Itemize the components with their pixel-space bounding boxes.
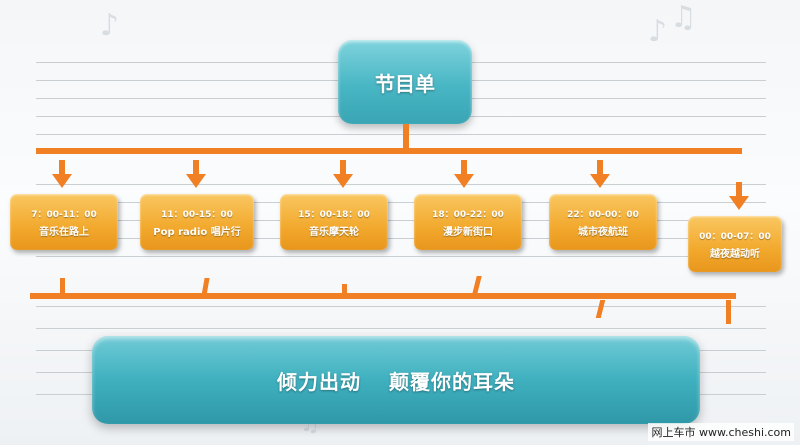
program-connector xyxy=(726,300,731,324)
watermark-text: 网上车市 www.cheshi.com xyxy=(648,423,794,441)
title-connector xyxy=(403,124,409,148)
program-box: 00：00-07：00 越夜越动听 xyxy=(688,216,782,272)
music-staff-middle xyxy=(36,184,766,264)
slogan-part-1: 倾力出动 xyxy=(277,369,361,394)
schedule-title: 节目单 xyxy=(338,40,472,124)
slogan-banner: 倾力出动 颠覆你的耳朵 xyxy=(92,336,700,424)
program-time: 7：00-11：00 xyxy=(31,209,97,220)
slogan-part-2: 颠覆你的耳朵 xyxy=(389,369,515,394)
program-box: 7：00-11：00 音乐在路上 xyxy=(10,194,118,250)
program-connector xyxy=(342,284,347,296)
program-box: 18：00-22：00 漫步新街口 xyxy=(414,194,522,250)
program-box: 15：00-18：00 音乐摩天轮 xyxy=(280,194,388,250)
program-connector xyxy=(60,278,65,296)
program-time: 18：00-22：00 xyxy=(432,209,504,220)
program-name: 音乐在路上 xyxy=(39,226,89,238)
program-time: 11：00-15：00 xyxy=(161,209,233,220)
top-timeline-bar xyxy=(36,148,742,154)
program-box: 22：00-00：00 城市夜航班 xyxy=(549,194,657,250)
program-time: 15：00-18：00 xyxy=(298,209,370,220)
program-name: 越夜越动听 xyxy=(710,248,760,260)
bottom-timeline-bar xyxy=(30,293,736,299)
program-box: 11：00-15：00 Pop radio 唱片行 xyxy=(140,194,254,250)
program-time: 22：00-00：00 xyxy=(567,209,639,220)
program-name: 城市夜航班 xyxy=(578,226,628,238)
program-time: 00：00-07：00 xyxy=(699,231,771,242)
program-name: 漫步新街口 xyxy=(443,226,493,238)
music-note-icon: ♫ xyxy=(670,0,697,35)
program-name: 音乐摩天轮 xyxy=(309,226,359,238)
program-name: Pop radio 唱片行 xyxy=(153,226,241,238)
music-note-icon: ♪ xyxy=(648,14,668,49)
music-note-icon: ♪ xyxy=(100,8,120,43)
